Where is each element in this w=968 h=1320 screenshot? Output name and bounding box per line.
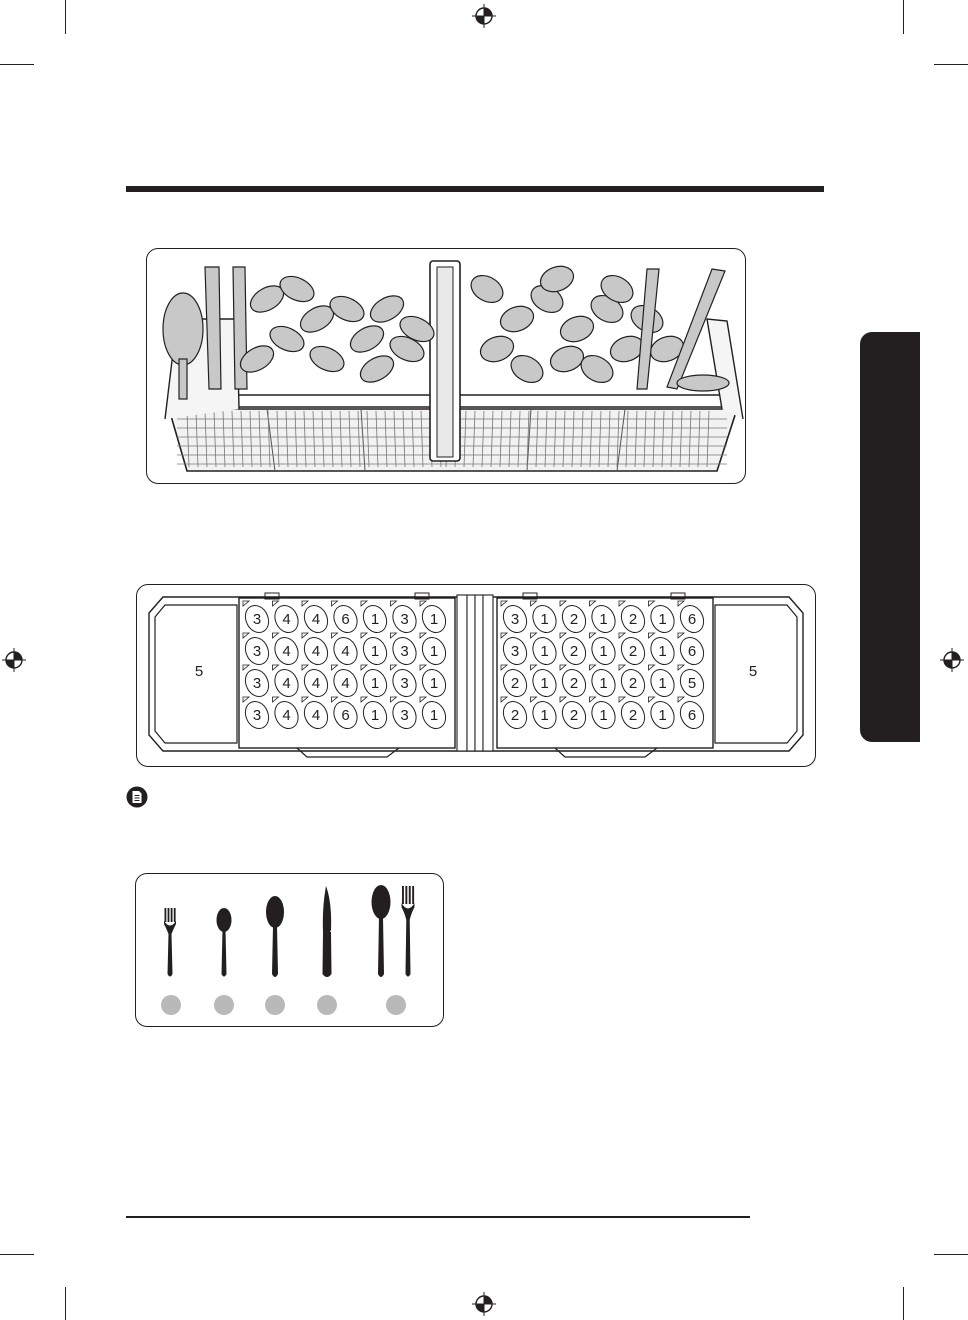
registration-mark-icon <box>472 4 496 28</box>
chapter-side-tab <box>860 332 920 742</box>
tablespoon-icon <box>266 896 284 977</box>
crop-mark-bottom-right-h <box>934 1254 968 1255</box>
slot-number: 1 <box>599 643 607 660</box>
slot-number: 1 <box>430 643 438 660</box>
slot-number: 4 <box>312 675 320 692</box>
slot-number: 1 <box>540 643 548 660</box>
serving-spoon-and-fork-icon <box>372 885 415 977</box>
teaspoon-icon <box>217 908 232 977</box>
slot-number: 4 <box>341 675 349 692</box>
slot-number: 2 <box>629 707 637 724</box>
cutlery-basket-drawing <box>147 249 745 483</box>
slot-number: 4 <box>312 611 320 628</box>
registration-mark-icon <box>472 1292 496 1316</box>
left-end-compartment-label: 5 <box>195 663 203 680</box>
slot-number: 1 <box>658 675 666 692</box>
slot-number: 1 <box>430 611 438 628</box>
slot-number: 3 <box>400 675 408 692</box>
slot-number: 4 <box>282 707 290 724</box>
slot-number: 1 <box>371 643 379 660</box>
slot-number: 1 <box>658 643 666 660</box>
slot-number: 2 <box>511 707 519 724</box>
slot-number: 2 <box>570 643 578 660</box>
legend-badge <box>386 995 406 1015</box>
slot-number: 4 <box>282 675 290 692</box>
slot-number: 6 <box>688 643 696 660</box>
slot-number: 3 <box>253 675 261 692</box>
slot-number: 1 <box>371 611 379 628</box>
slot-layout-drawing: 5 5 3 4 4 6 1 3 1 3 4 4 4 1 3 1 3 4 4 4 1 3 1 3 4 4 6 1 3 1 3 1 2 1 2 1 6… <box>137 585 815 766</box>
note-icon <box>126 786 148 808</box>
crop-mark-top-left-h <box>0 64 34 65</box>
slot-number: 4 <box>282 611 290 628</box>
legend-badge <box>317 995 337 1015</box>
slot-number: 6 <box>341 611 349 628</box>
slot-number: 2 <box>570 675 578 692</box>
slot-number: 1 <box>599 611 607 628</box>
slot-number: 6 <box>688 611 696 628</box>
slot-number: 2 <box>629 611 637 628</box>
crop-mark-bottom-right-v <box>903 1287 904 1320</box>
legend-badge <box>214 995 234 1015</box>
slot-number: 5 <box>688 675 696 692</box>
slot-number: 1 <box>540 707 548 724</box>
slot-number: 4 <box>282 643 290 660</box>
header-rule <box>126 186 824 192</box>
slot-number: 1 <box>371 675 379 692</box>
knife-icon <box>323 886 332 977</box>
slot-number: 2 <box>570 707 578 724</box>
registration-mark-icon <box>940 648 964 672</box>
footer-rule <box>126 1216 750 1218</box>
slot-number: 4 <box>341 643 349 660</box>
fork-icon <box>164 908 176 977</box>
slot-number: 1 <box>540 675 548 692</box>
slot-number: 4 <box>312 643 320 660</box>
crop-mark-bottom-left-h <box>0 1254 34 1255</box>
slot-number: 3 <box>253 611 261 628</box>
slot-number: 1 <box>430 675 438 692</box>
slot-number: 2 <box>570 611 578 628</box>
slot-number: 4 <box>312 707 320 724</box>
cutlery-basket-illustration <box>146 248 746 484</box>
slot-number: 3 <box>400 643 408 660</box>
crop-mark-bottom-left-v <box>65 1287 66 1320</box>
slot-number: 1 <box>430 707 438 724</box>
registration-mark-icon <box>2 648 26 672</box>
slot-number: 1 <box>540 611 548 628</box>
slot-number: 6 <box>341 707 349 724</box>
legend-badge <box>161 995 181 1015</box>
slot-number: 3 <box>253 707 261 724</box>
slot-number: 1 <box>599 675 607 692</box>
cutlery-legend <box>135 873 444 1027</box>
legend-badge <box>265 995 285 1015</box>
slot-number: 1 <box>599 707 607 724</box>
slot-number: 3 <box>511 643 519 660</box>
slot-number: 3 <box>511 611 519 628</box>
slot-number: 1 <box>371 707 379 724</box>
slot-number: 2 <box>629 643 637 660</box>
slot-number: 3 <box>253 643 261 660</box>
basket-slot-layout-diagram: 5 5 3 4 4 6 1 3 1 3 4 4 4 1 3 1 3 4 4 4 1 3 1 3 4 4 6 1 3 1 3 1 2 1 2 1 6… <box>136 584 816 767</box>
cutlery-legend-drawing <box>136 874 443 1026</box>
slot-number: 2 <box>511 675 519 692</box>
slot-number: 1 <box>658 611 666 628</box>
crop-mark-top-left-v <box>65 0 66 34</box>
slot-number: 2 <box>629 675 637 692</box>
crop-mark-top-right-v <box>903 0 904 34</box>
right-end-compartment-label: 5 <box>749 663 757 680</box>
slot-number: 3 <box>400 707 408 724</box>
crop-mark-top-right-h <box>934 64 968 65</box>
slot-number: 1 <box>658 707 666 724</box>
slot-number: 3 <box>400 611 408 628</box>
slot-number: 6 <box>688 707 696 724</box>
